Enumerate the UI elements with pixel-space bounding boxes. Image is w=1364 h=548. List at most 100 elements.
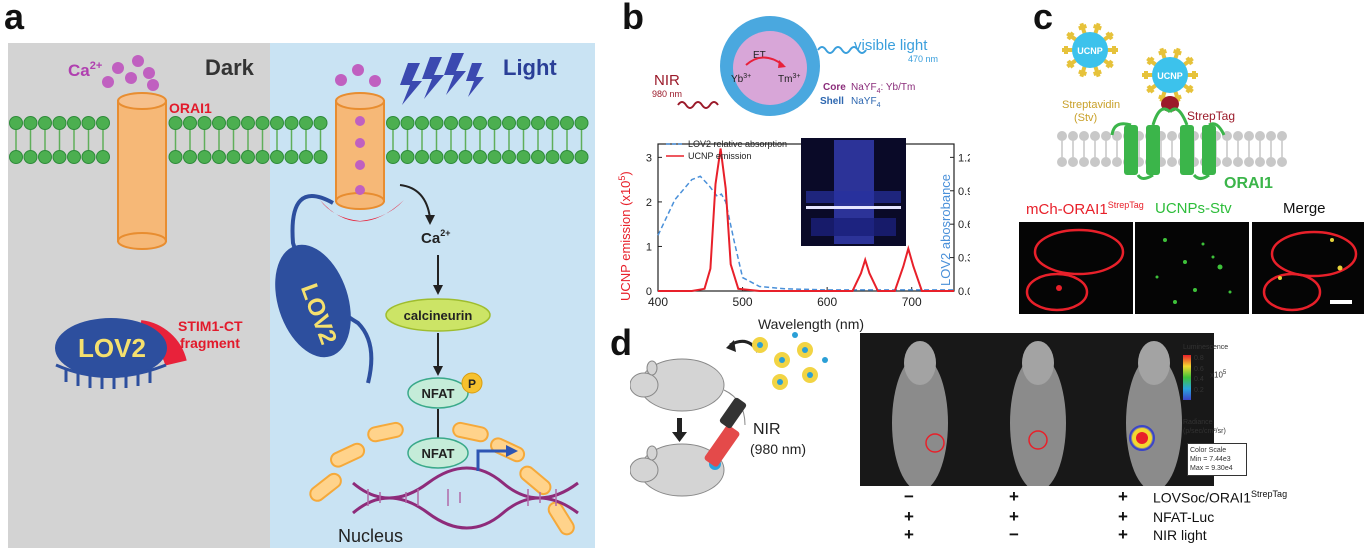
nir-laser <box>704 425 740 467</box>
transcription-arrow <box>476 449 508 471</box>
x-tick-label: 700 <box>902 295 922 309</box>
x-tick-label: 500 <box>733 295 753 309</box>
nir-wave <box>677 101 719 109</box>
series-line-0 <box>657 175 954 291</box>
x-axis-label: Wavelength (nm) <box>758 316 864 332</box>
y-left-tick-label: 1 <box>646 241 652 253</box>
sign-r2-c1: + <box>904 507 914 526</box>
y-right-tick-label: 1.2 <box>958 152 970 164</box>
ucnp-schematic: ET Yb3+ Tm3+ visible light 470 nm NIR 98… <box>652 16 938 116</box>
scale-unit: x105 <box>1210 370 1227 380</box>
orai1-channel-closed <box>117 92 167 250</box>
mouse-image-2 <box>978 333 1096 486</box>
nir-nm-label: 980 nm <box>652 89 682 99</box>
ucnp2-label: UCNP <box>1157 71 1183 81</box>
y-left-tick-label: 0 <box>646 286 652 298</box>
streptavidin-label: Streptavidin <box>1062 99 1120 111</box>
visible-wave <box>817 46 867 54</box>
panel-c-letter: c <box>1033 0 1054 37</box>
stv-label: (Stv) <box>1074 112 1097 124</box>
panel-d-letter: d <box>610 322 632 363</box>
microscopy-merge <box>1252 222 1364 314</box>
nir-label: NIR <box>654 72 680 89</box>
streptavidin-2 <box>1142 47 1198 103</box>
lightning-icon <box>400 53 484 105</box>
membrane-c <box>1057 131 1287 167</box>
cell-membrane <box>9 116 589 164</box>
y-left-tick-label: 3 <box>646 152 652 164</box>
ucnp-core <box>733 31 807 105</box>
sign-r1-c2: + <box>1009 487 1019 506</box>
micro-label-red: mCh-ORAI1StrepTag <box>1026 200 1144 218</box>
nir-d-label: NIR <box>753 421 781 438</box>
micro-label-green: UCNPs-Stv <box>1155 200 1232 217</box>
light-label: Light <box>503 55 557 80</box>
orai1-c-label: ORAI1 <box>1224 175 1273 190</box>
visible-nm-label: 470 nm <box>908 54 938 64</box>
mouse-bottom <box>630 443 725 497</box>
yb-label: Yb3+ <box>731 73 751 85</box>
chart-legend: LOV2 relative absorption UCNP emission <box>666 139 787 161</box>
microscopy-green <box>1135 222 1249 314</box>
micro-label-merge: Merge <box>1283 200 1326 217</box>
dna-rungs <box>367 489 557 506</box>
core-material: NaYF4: Yb/Tm <box>851 82 915 95</box>
y-axis-left-label: UCNP emission (x105) <box>617 171 633 301</box>
row-label-1: LOVSoc/ORAI1StrepTag <box>1153 489 1288 506</box>
down-arrow <box>677 418 682 434</box>
panel-a-letter: a <box>4 0 25 37</box>
series-line-1 <box>658 148 954 292</box>
orai1-helices <box>1124 125 1216 175</box>
panel-b-letter: b <box>622 0 644 37</box>
nucleus-label: Nucleus <box>338 526 403 546</box>
phosphate-node <box>461 372 483 394</box>
sign-r3-c2: − <box>1009 525 1019 544</box>
tm-label: Tm3+ <box>778 73 800 85</box>
mouse-schematic: NIR (980 nm) <box>630 332 828 497</box>
lov2-dark-complex <box>55 318 187 389</box>
calcineurin-label: calcineurin <box>404 308 473 323</box>
microscopy-red <box>1019 222 1133 314</box>
y-axis-right-label: LOV2 abosrobance <box>938 174 953 286</box>
mouse-image-1 <box>860 333 978 486</box>
calcium-ions-light <box>335 64 381 87</box>
nfat-nucleus-label: NFAT <box>422 446 455 461</box>
calcineurin-node <box>385 298 491 332</box>
panel-c-diagram: UCNP UCNP Streptavidin (Stv) StrepTag OR… <box>1057 22 1287 190</box>
laser-head <box>719 397 747 429</box>
stim-line1: STIM1-CT <box>178 318 243 334</box>
y-right-tick-label: 0.0 <box>958 286 970 298</box>
streptag-label: StrepTag <box>1187 109 1235 123</box>
lov2-light <box>275 244 351 358</box>
radiance-label: Radiance(p/sec/cm²/sr) <box>1183 419 1226 435</box>
nir-d-nm-label: (980 nm) <box>750 441 806 457</box>
stim-line2: fragment <box>180 335 240 351</box>
streptavidin-1 <box>1062 22 1118 78</box>
nfat-p-label: NFAT <box>422 386 455 401</box>
shell-label: Shell <box>820 96 844 107</box>
y-right-tick-label: 0.3 <box>958 253 970 265</box>
sign-r3-c3: + <box>1118 525 1128 544</box>
legend-entry-emission: UCNP emission <box>688 151 751 161</box>
sign-r1-c3: + <box>1118 487 1128 506</box>
legend-entry-absorption: LOV2 relative absorption <box>688 139 787 149</box>
sign-r1-c1: − <box>904 487 914 506</box>
luminescence-title: Luminescence <box>1183 344 1229 351</box>
row-label-2: NFAT-Luc <box>1153 509 1215 525</box>
core-label: Core <box>823 82 846 93</box>
inset-photo <box>801 138 906 246</box>
p-label: P <box>468 377 476 391</box>
calcium-ions-dark <box>102 55 159 91</box>
orai1-label: ORAI1 <box>169 100 212 116</box>
et-label: ET <box>753 50 766 61</box>
mouse-top <box>630 358 746 426</box>
visible-light-label: visible light <box>854 37 928 54</box>
lov2-label: LOV2 <box>78 333 146 363</box>
ca-flow-label: Ca2+ <box>421 228 450 247</box>
orai1-channel-open <box>335 92 385 210</box>
y-right-tick-label: 0.9 <box>958 186 970 198</box>
dark-label: Dark <box>205 55 255 80</box>
